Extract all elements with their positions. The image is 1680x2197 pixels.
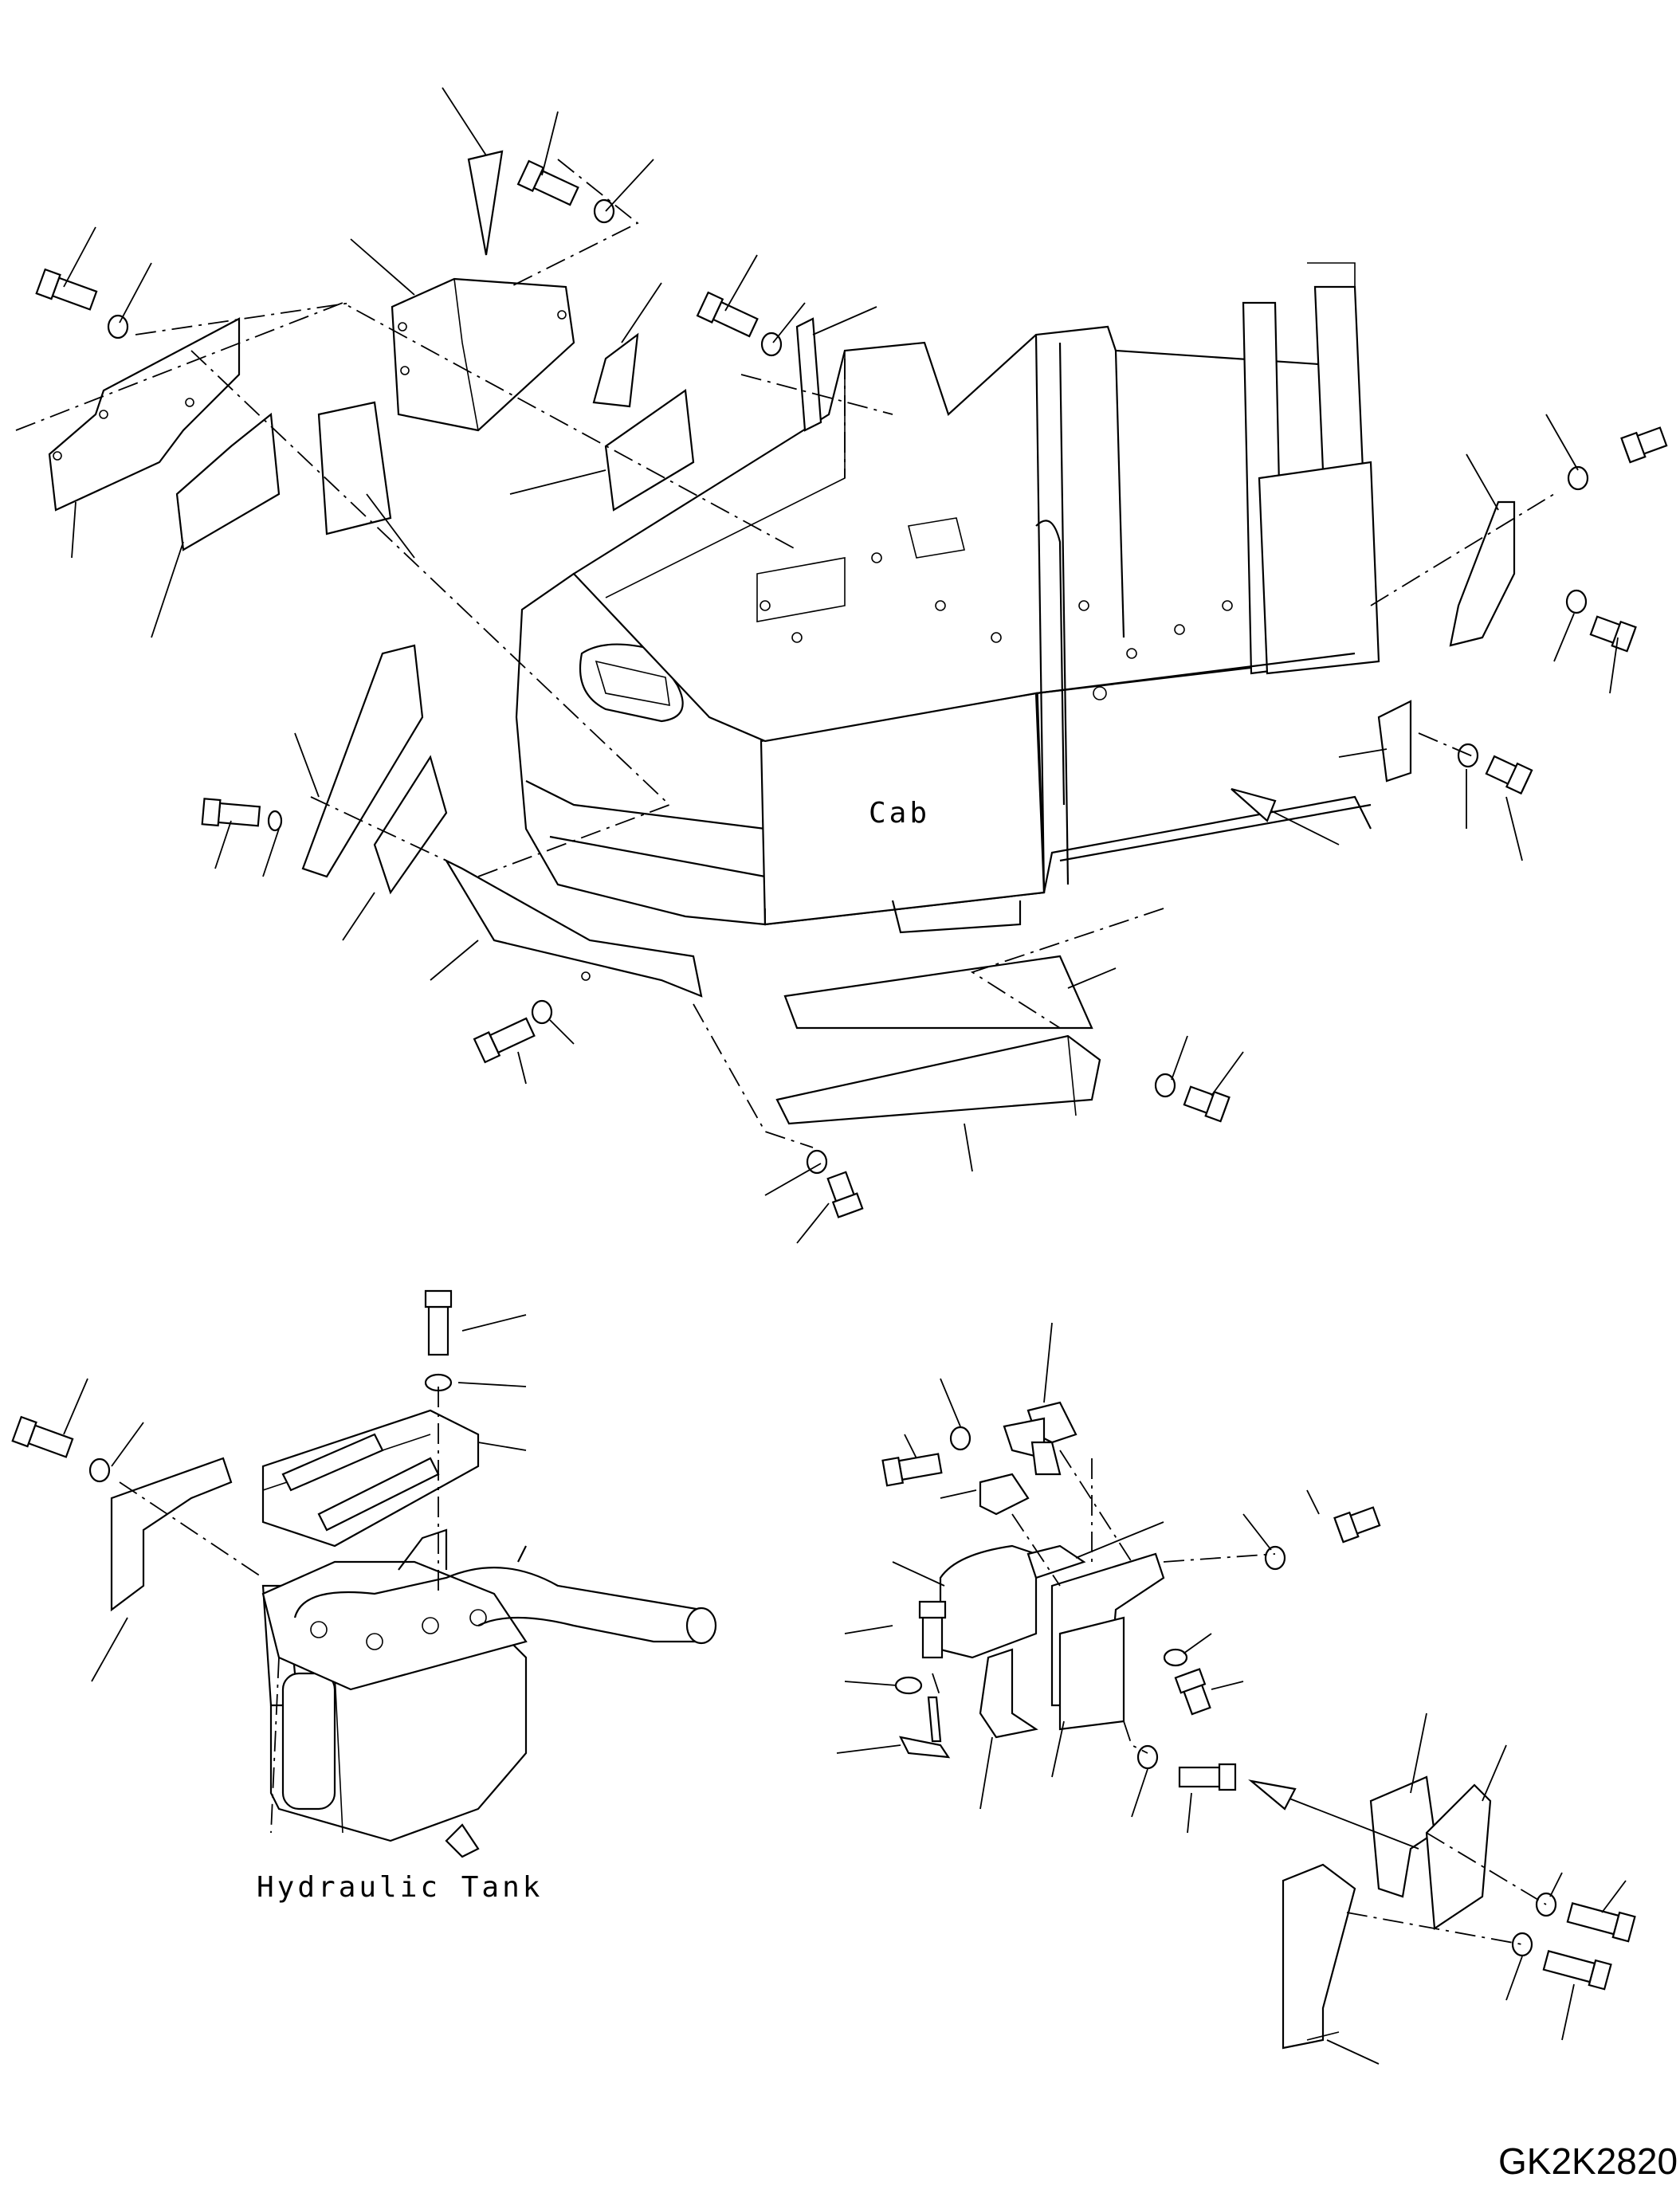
left-diag-bracket bbox=[301, 644, 448, 895]
front-skirt-right bbox=[775, 955, 1101, 1125]
lower-right-assembly bbox=[899, 1401, 1165, 1759]
far-right-brackets bbox=[1282, 1775, 1492, 2050]
direction-arrow-bottom bbox=[1248, 1779, 1419, 1850]
front-skirt-left bbox=[444, 858, 703, 998]
hydraulic-tank-label: Hydraulic Tank bbox=[257, 1871, 543, 1904]
small-pad-b bbox=[604, 389, 695, 512]
drawing-code: GK2K2820 bbox=[1498, 2140, 1678, 2182]
bolts-tank bbox=[11, 1289, 453, 1483]
assembly-lines-tank bbox=[119, 1387, 439, 1834]
right-strip-bracket bbox=[795, 317, 822, 432]
assembly-lines-top bbox=[15, 159, 1555, 1148]
bolts-top bbox=[35, 159, 1668, 1218]
square-pad bbox=[317, 401, 392, 536]
top-wedge-pad bbox=[467, 150, 504, 256]
left-insulation-pad bbox=[175, 412, 281, 551]
tank-side-bracket bbox=[110, 1457, 233, 1612]
tank-cover-plate bbox=[261, 1409, 480, 1548]
assembly-lines-far-right bbox=[1346, 1832, 1547, 1945]
right-lower-bracket bbox=[1377, 700, 1412, 783]
cab-label: Cab bbox=[869, 797, 930, 830]
assembly-lines-lower-right bbox=[932, 1450, 1276, 1754]
bolts-far-right bbox=[1511, 1892, 1636, 1991]
leaders-lower-right bbox=[836, 1322, 1320, 1834]
leaders-far-right bbox=[1326, 1712, 1627, 2065]
hydraulic-tank bbox=[261, 1528, 717, 1858]
bolts-lower-right bbox=[881, 1426, 1381, 1791]
leaders-tank bbox=[63, 1314, 527, 1682]
cab-frame bbox=[515, 262, 1380, 934]
right-upper-bracket bbox=[1449, 500, 1516, 647]
leaders-top bbox=[63, 87, 1619, 1244]
small-pad-a bbox=[592, 332, 639, 408]
direction-arrow-top bbox=[1231, 787, 1340, 845]
left-cover-plate bbox=[48, 317, 241, 512]
top-bracket bbox=[391, 277, 575, 432]
